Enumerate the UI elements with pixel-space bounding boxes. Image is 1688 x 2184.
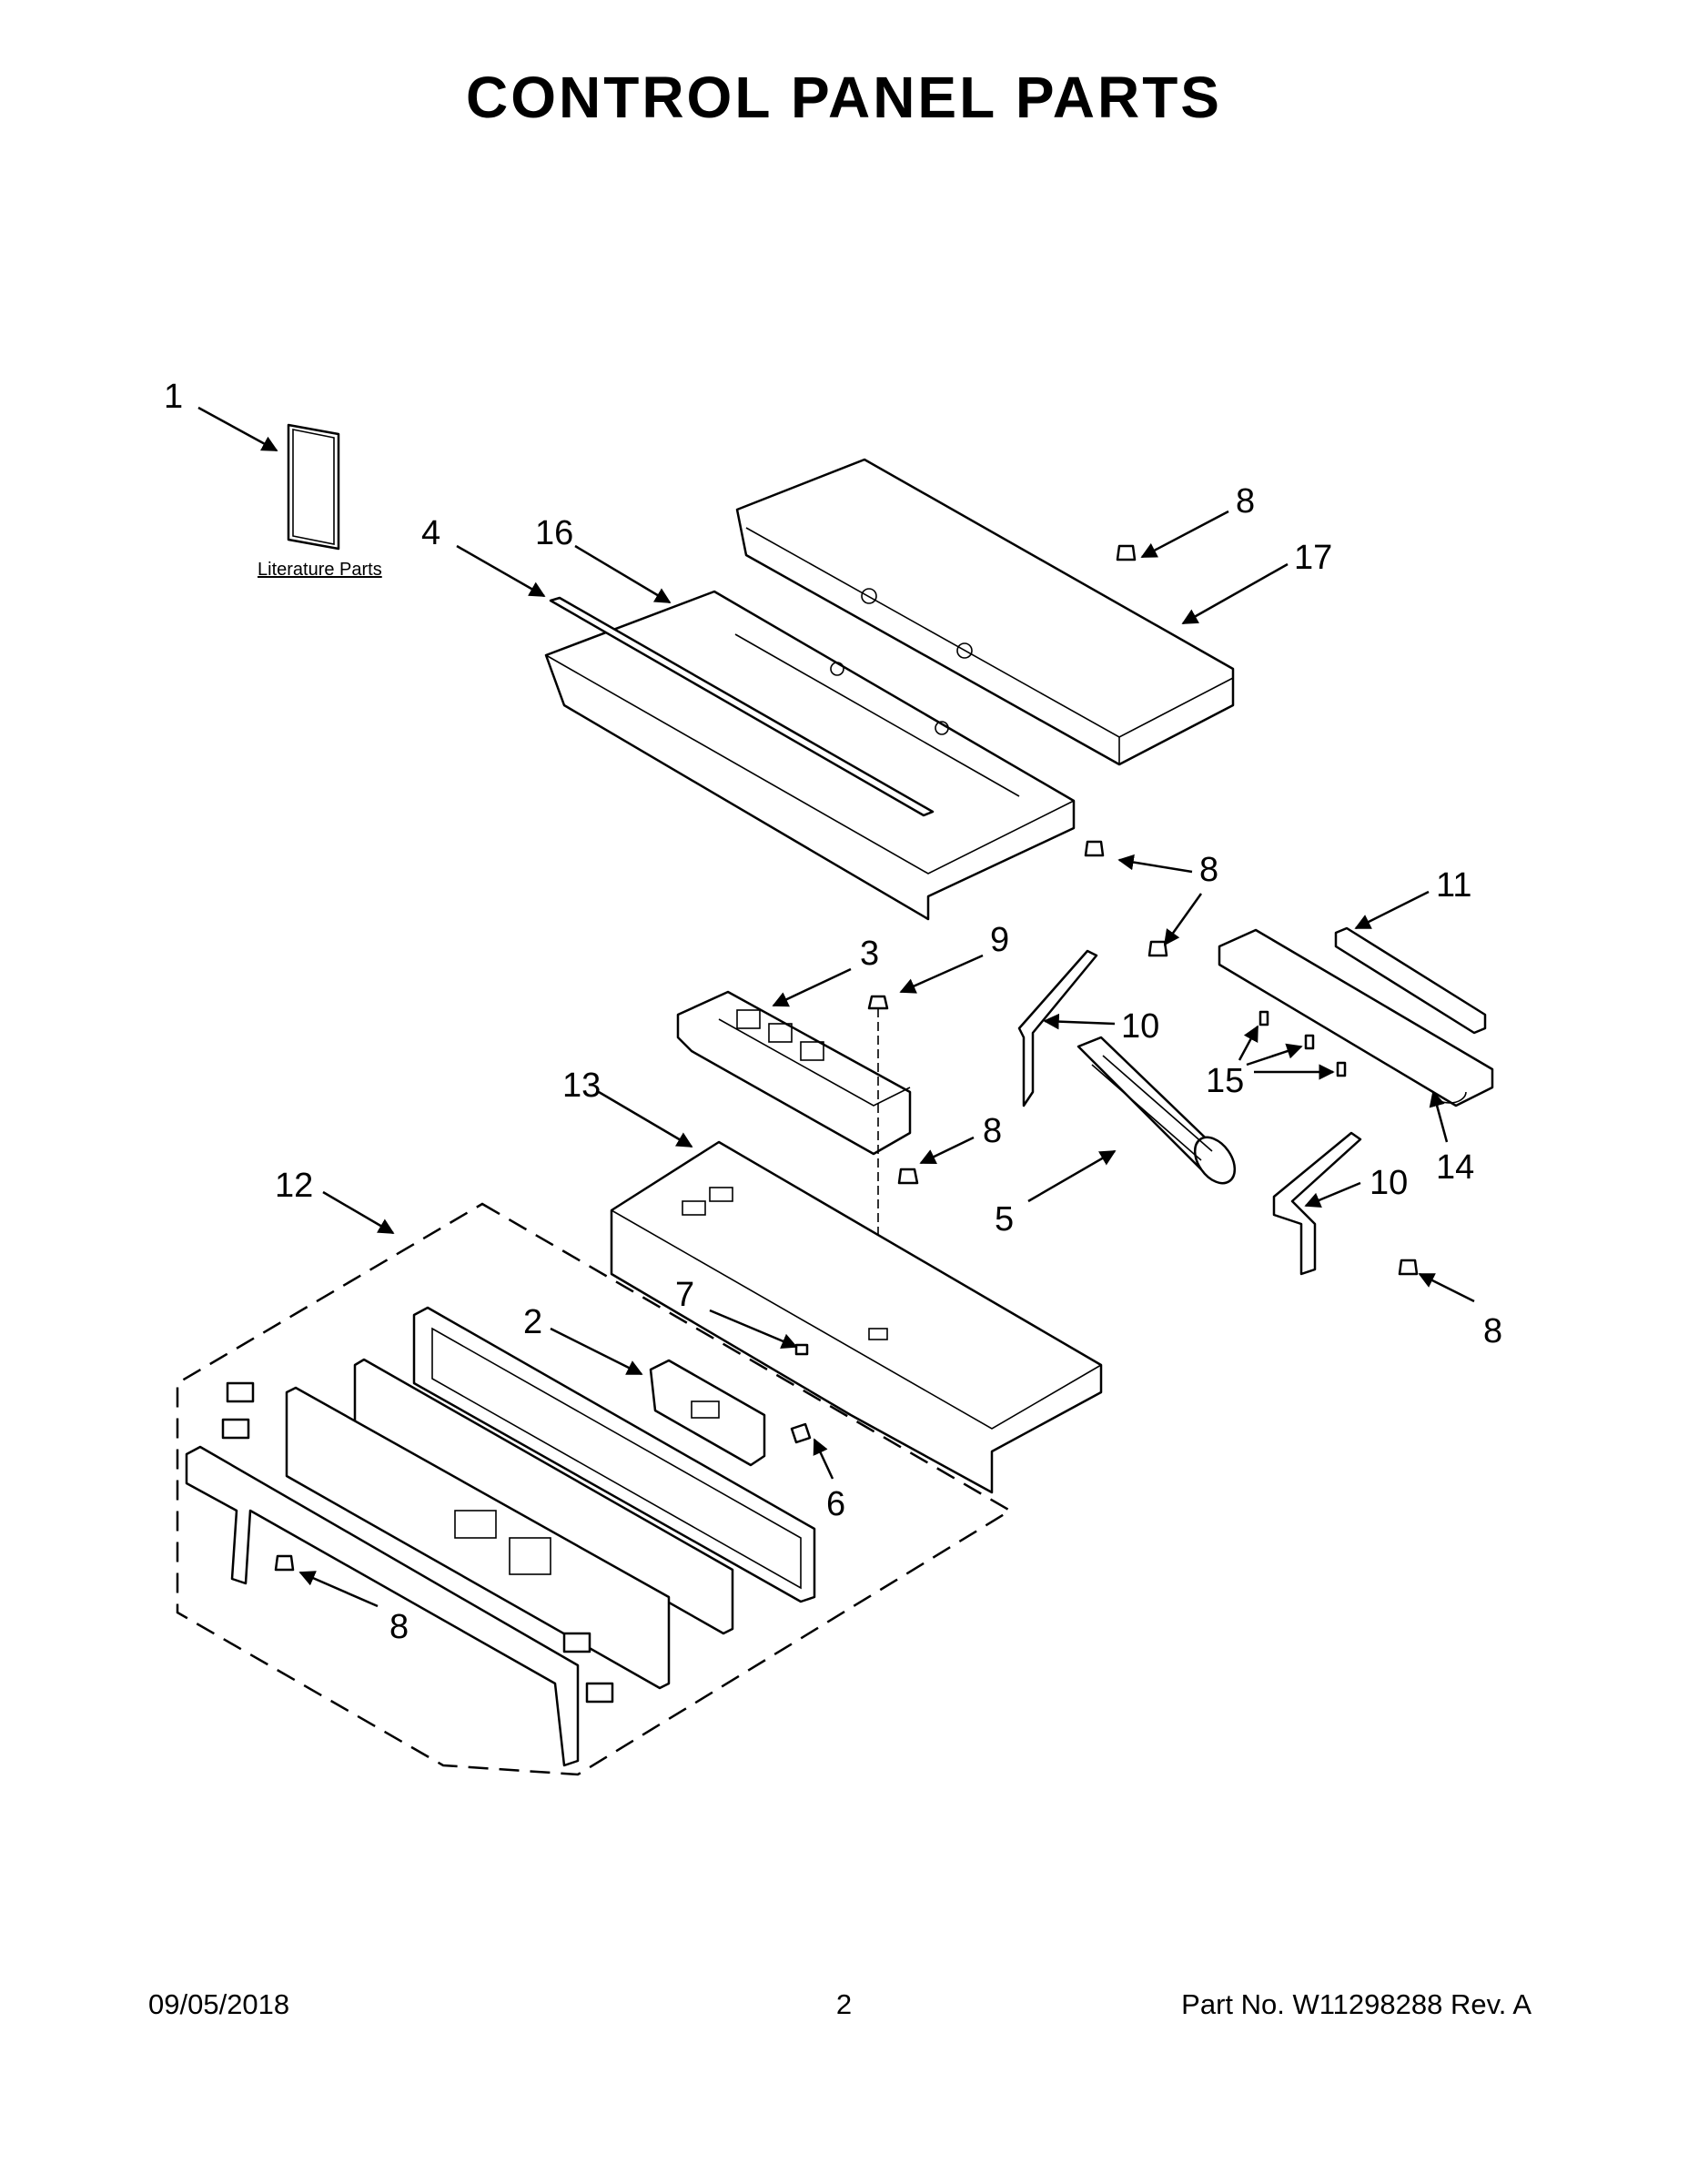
callout-8-cover: 8 (1199, 851, 1218, 889)
literature-parts-label: Literature Parts (258, 560, 382, 580)
part-blower-fan[interactable] (1076, 1036, 1243, 1190)
part-trim-frame[interactable] (185, 1381, 614, 1767)
callout-13: 13 (562, 1067, 601, 1105)
callout-8-top: 8 (1236, 482, 1255, 521)
page-title: CONTROL PANEL PARTS (466, 65, 1222, 130)
callout-labels: 1 4 16 8 17 8 11 3 9 10 15 13 8 12 5 10 … (164, 378, 1502, 1646)
callout-8-side: 8 (1483, 1312, 1502, 1350)
part-lower-bracket-arm[interactable] (1272, 1131, 1362, 1276)
callout-14: 14 (1436, 1148, 1474, 1187)
footer-page-number: 2 (835, 1988, 853, 2020)
part-upper-bracket-arm[interactable] (1017, 949, 1098, 1107)
part-chassis[interactable] (610, 1140, 1103, 1494)
callout-6: 6 (826, 1485, 845, 1523)
callout-8-panel: 8 (389, 1608, 409, 1646)
part-screws[interactable] (274, 544, 1419, 1572)
part-pins[interactable] (1258, 1010, 1347, 1077)
callout-10-upper: 10 (1121, 1007, 1159, 1046)
part-ui-board[interactable] (649, 1359, 766, 1467)
callout-9: 9 (990, 921, 1009, 959)
callout-15: 15 (1206, 1062, 1244, 1100)
leader-arrows (197, 406, 1475, 1608)
part-small-screw[interactable] (790, 1422, 812, 1444)
callout-10-lower: 10 (1370, 1164, 1408, 1202)
callout-12: 12 (275, 1167, 313, 1205)
footer-date: 09/05/2018 (148, 1988, 290, 2020)
part-rear-top-cover[interactable] (735, 458, 1235, 766)
part-panel-frame[interactable] (412, 1306, 816, 1603)
part-keypad-overlay[interactable] (285, 1386, 671, 1690)
part-literature-booklet[interactable]: Literature Parts (258, 423, 382, 580)
callout-8-board: 8 (983, 1112, 1002, 1150)
footer-part-number: Part No. W11298288 Rev. A (1181, 1988, 1531, 2020)
callout-2: 2 (523, 1303, 542, 1341)
part-clip[interactable] (794, 1343, 809, 1356)
callout-5: 5 (995, 1200, 1014, 1239)
callout-16: 16 (535, 514, 573, 552)
callout-11: 11 (1436, 866, 1471, 905)
part-trim-strip[interactable] (549, 596, 935, 817)
callout-1: 1 (164, 378, 183, 416)
callout-3: 3 (860, 935, 879, 973)
part-11-strip[interactable] (1334, 926, 1487, 1035)
callout-4: 4 (421, 514, 440, 552)
callout-7: 7 (675, 1276, 694, 1314)
part-control-panel-assembly[interactable] (176, 1202, 1013, 1776)
callout-17: 17 (1294, 539, 1332, 577)
part-control-board[interactable] (676, 990, 912, 1156)
